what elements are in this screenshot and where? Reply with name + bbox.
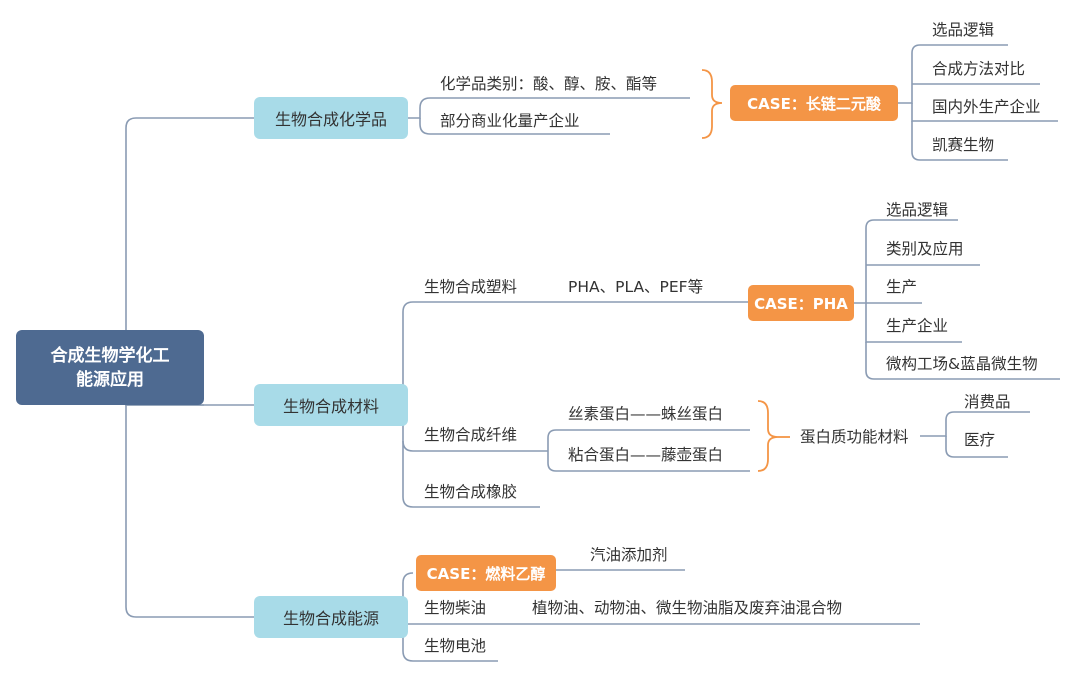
protein-item-consumer: 消费品 — [964, 393, 1011, 411]
rubber-label: 生物合成橡胶 — [424, 483, 518, 501]
case-pha: CASE：PHA — [748, 285, 854, 321]
diesel-detail: 植物油、动物油、微生物油脂及废弃油混合物 — [532, 599, 843, 617]
protein-material-label: 蛋白质功能材料 — [800, 428, 909, 446]
pha-item-selection: 选品逻辑 — [886, 201, 949, 219]
pha-item-companies: 生产企业 — [886, 317, 949, 335]
fiber-silk-protein: 丝素蛋白——蛛丝蛋白 — [568, 405, 724, 423]
root-title-line-1: 合成生物学化工 — [50, 345, 170, 366]
branch-materials: 生物合成材料 — [254, 384, 408, 426]
diacid-item-methods: 合成方法对比 — [932, 60, 1026, 78]
protein-item-medical: 医疗 — [964, 431, 996, 449]
branch-energy: 生物合成能源 — [254, 596, 408, 638]
diacid-item-producers: 国内外生产企业 — [932, 98, 1041, 116]
diacid-item-cathay: 凯赛生物 — [932, 136, 995, 154]
fiber-label: 生物合成纤维 — [424, 426, 518, 444]
root-node: 合成生物学化工 能源应用 — [16, 330, 204, 405]
pha-item-production: 生产 — [886, 278, 918, 296]
diesel-label: 生物柴油 — [424, 599, 487, 617]
battery-label: 生物电池 — [424, 637, 487, 655]
pha-item-weigou-bluepha: 微构工场&蓝晶微生物 — [886, 355, 1038, 373]
plastics-label: 生物合成塑料 — [424, 278, 518, 296]
chemicals-category: 化学品类别：酸、醇、胺、酯等 — [440, 75, 658, 93]
chemicals-companies: 部分商业化量产企业 — [440, 112, 580, 130]
fiber-adhesive-protein: 粘合蛋白——藤壶蛋白 — [568, 446, 724, 464]
branch-chemicals: 生物合成化学品 — [254, 97, 408, 139]
ethanol-detail: 汽油添加剂 — [590, 546, 668, 564]
root-title-line-2: 能源应用 — [76, 369, 144, 390]
pha-item-category: 类别及应用 — [886, 240, 964, 258]
plastics-detail: PHA、PLA、PEF等 — [568, 278, 704, 296]
case-long-chain-diacid: CASE：长链二元酸 — [730, 85, 898, 121]
case-fuel-ethanol: CASE：燃料乙醇 — [416, 555, 556, 591]
diacid-item-selection: 选品逻辑 — [932, 21, 995, 39]
